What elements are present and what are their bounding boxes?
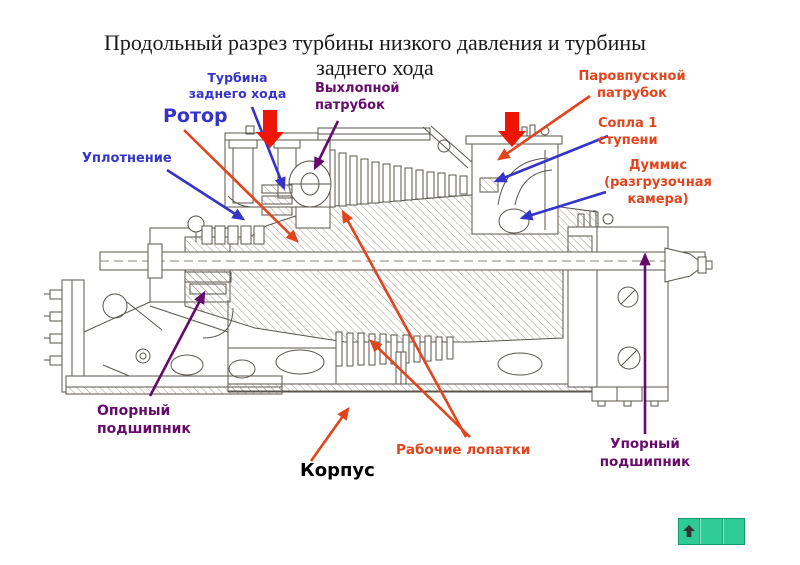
rotor-shaft <box>99 243 706 279</box>
nav-button-2[interactable] <box>700 519 723 544</box>
label-parovpusknoy-patrubok: Паровпускной патрубок <box>578 69 686 101</box>
drain-pipe <box>395 351 407 385</box>
label-vyhlopnoy-patrubok: Выхлопной патрубок <box>315 81 400 113</box>
korpus-arrow <box>309 406 350 462</box>
label-uporny-podshipnik: Упорный подшипник <box>599 436 691 470</box>
slideshow-nav <box>678 518 745 545</box>
rabochie-lopatki-arrow-upper <box>341 209 468 438</box>
journal-bearing-shells <box>184 271 232 295</box>
rotor-arrow <box>183 129 299 243</box>
rabochie-lopatki-arrow-lower <box>369 339 471 438</box>
lower-casing <box>227 300 633 393</box>
nav-button-home[interactable] <box>679 519 701 544</box>
nav-button-3[interactable] <box>722 519 744 544</box>
label-korpus: Корпус <box>300 460 375 481</box>
shaft-end-cone <box>664 247 713 283</box>
dummis-chamber <box>498 208 530 234</box>
annotation-arrows <box>148 94 651 462</box>
label-turbina-zadnego-hoda: Турбина заднего хода <box>188 70 287 102</box>
label-oporny-podshipnik: Опорный подшипник <box>97 403 191 438</box>
pedestal-bolts <box>44 289 63 366</box>
bearing-feet <box>591 386 669 407</box>
exhaust-duct <box>288 160 332 229</box>
parovpusknoy-patrubok-arrow <box>496 94 591 161</box>
gland-seals <box>201 225 265 245</box>
upper-blade-rows <box>327 149 468 208</box>
dummis-arrow <box>519 190 607 221</box>
flow-arrow-reverse-turbine <box>256 110 284 148</box>
flow-arrow-lp-inlet <box>498 112 526 147</box>
uplotnenie-arrow <box>166 168 246 221</box>
thrust-bearing-housing <box>567 210 669 407</box>
label-rabochie-lopatki: Рабочие лопатки <box>396 442 531 458</box>
reverse-turbine-casing <box>224 125 430 229</box>
turbina-zadnego-hoda-arrow <box>250 106 286 191</box>
slide-title: Продольный разрез турбины низкого давлен… <box>104 30 646 80</box>
label-rotor: Ротор <box>163 105 228 127</box>
vyhlopnoy-patrubok-arrow <box>313 120 340 171</box>
sopla-arrow <box>493 134 609 183</box>
label-sopla-1-stupeni: Сопла 1 ступени <box>598 116 658 148</box>
oporny-podshipnik-arrow <box>148 290 206 397</box>
label-uplotnenie: Уплотнение <box>82 151 172 166</box>
main-casing-top <box>317 125 475 169</box>
up-arrow-icon <box>683 525 695 537</box>
label-dummis: Думмис (разгрузочная камера) <box>604 158 712 207</box>
